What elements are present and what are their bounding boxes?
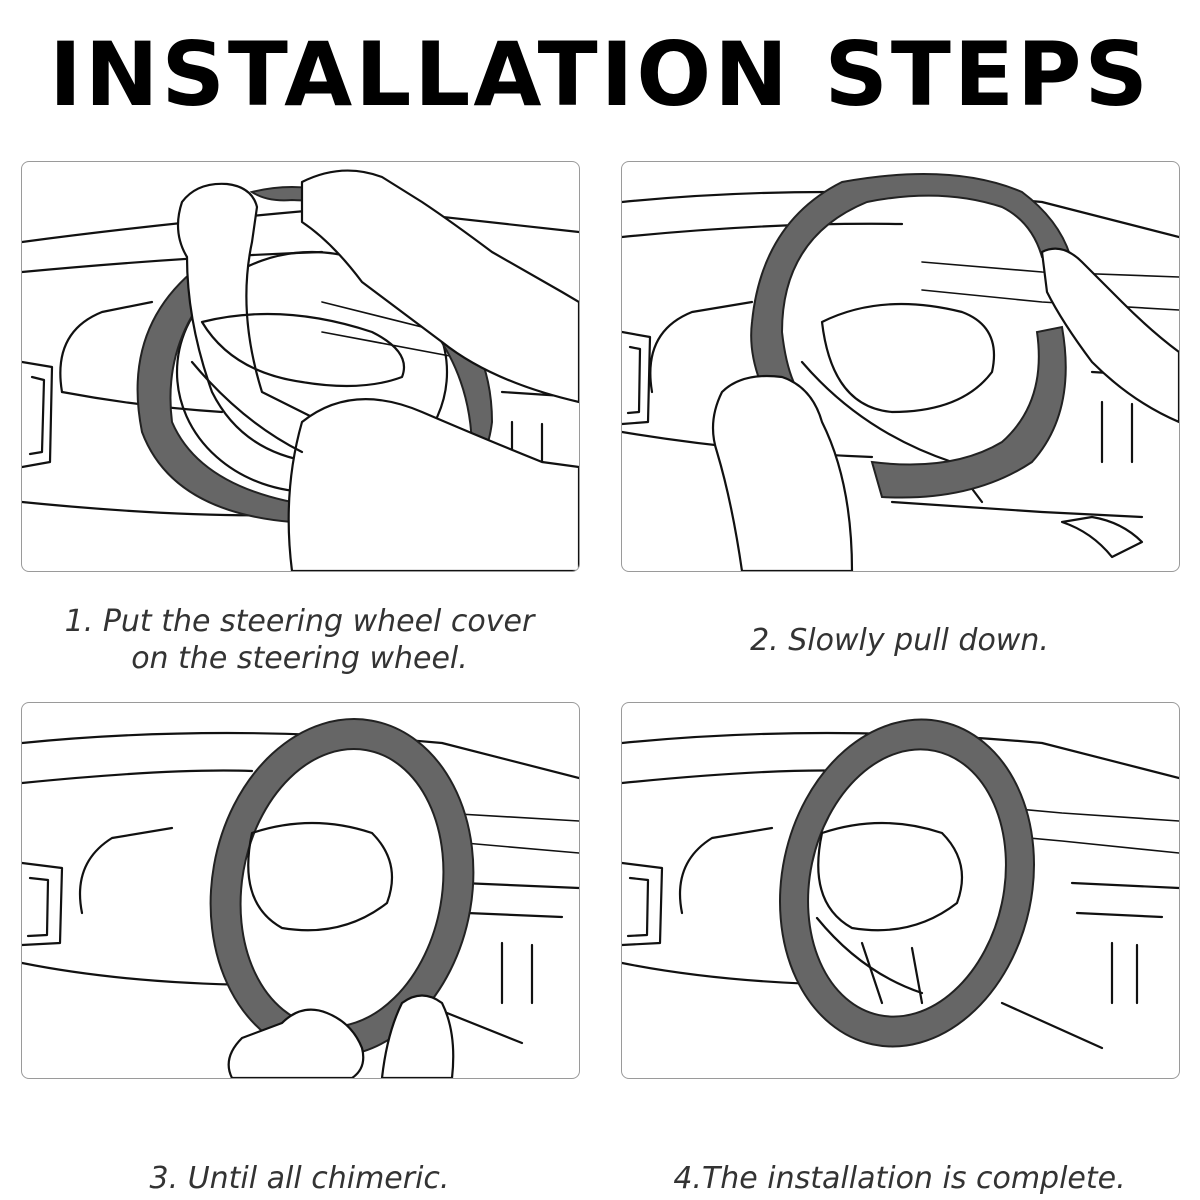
- step-3-drawing: [22, 718, 579, 1078]
- step-1-drawing: [22, 169, 579, 571]
- step-4-illustration: [621, 702, 1180, 1079]
- step-2-illustration: [621, 161, 1180, 572]
- step-4-drawing: [622, 718, 1179, 1050]
- step-2-caption: 2. Slowly pull down.: [750, 623, 1049, 658]
- step-2-drawing: [622, 173, 1179, 571]
- step-1-caption-line-1: 1. Put the steering wheel cover: [64, 604, 535, 639]
- step-1-caption-line-2: on the steering wheel.: [131, 641, 468, 676]
- step-3-illustration: [21, 702, 580, 1079]
- page-title: INSTALLATION STEPS: [49, 23, 1151, 126]
- step-4-caption: 4.The installation is complete.: [673, 1161, 1126, 1196]
- step-3-caption: 3. Until all chimeric.: [149, 1161, 450, 1196]
- step-1-illustration: [21, 161, 580, 572]
- step-1-caption: 1. Put the steering wheel cover on the s…: [21, 603, 578, 677]
